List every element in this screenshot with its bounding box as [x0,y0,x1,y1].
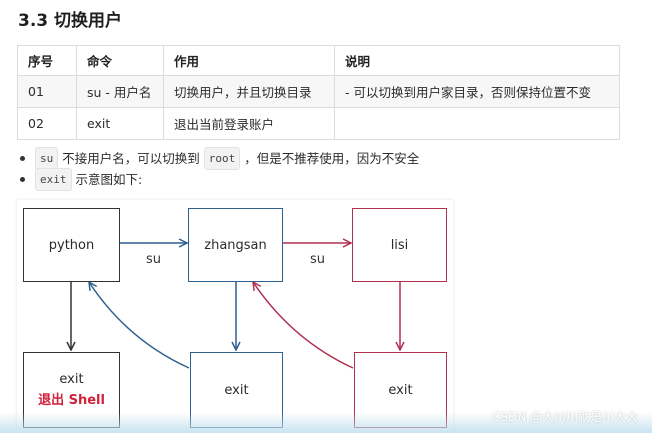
node-zhangsan: zhangsan [188,208,283,282]
list-item: exit 示意图如下: [20,168,419,191]
list-item: su 不接用户名，可以切换到 root ，但是不推荐使用，因为不安全 [20,147,420,170]
node-lisi: lisi [352,208,447,282]
command-table: 序号 命令 作用 说明 01 su - 用户名 切换用户，并且切换目录 - 可以… [17,45,620,140]
cell-note: - 可以切换到用户家目录，否则保持位置不变 [334,75,620,108]
col-header-note: 说明 [334,45,620,76]
watermark: CSDN @大川川就是川大大 [491,410,638,424]
bullet-dot-icon [20,156,25,161]
cell-index: 01 [17,75,77,108]
edge-label-su: su [310,252,326,267]
cell-purpose: 切换用户，并且切换目录 [163,75,335,108]
table-header-row: 序号 命令 作用 说明 [17,45,620,76]
col-header-index: 序号 [17,45,77,76]
bullet-dot-icon [20,177,25,182]
section-heading: 3.3 切换用户 [18,11,123,31]
bottom-wave-decoration [0,412,652,433]
bullet-text: 不接用户名，可以切换到 [62,151,200,166]
inline-code-root: root [203,147,241,170]
node-label: python [48,237,95,253]
table-row: 02 exit 退出当前登录账户 [17,107,620,140]
cell-command: su - 用户名 [76,75,164,108]
node-label: exit [224,382,249,398]
node-label: lisi [390,237,409,253]
exit-shell-note: 退出 Shell [38,393,105,408]
cell-note [334,107,620,140]
node-python: python [23,208,120,282]
node-label: exit [388,382,413,398]
node-label: exit [59,372,84,387]
arrow-exit-back-to-python [89,282,190,369]
bullet-text: 示意图如下: [75,172,143,187]
col-header-purpose: 作用 [163,45,335,76]
diagram-arrows [17,200,453,369]
edge-label-su: su [146,252,162,267]
user-switch-diagram: python zhangsan lisi exit 退出 Shell exit … [17,200,453,433]
inline-code-exit: exit [35,168,72,191]
table-row: 01 su - 用户名 切换用户，并且切换目录 - 可以切换到用户家目录，否则保… [17,75,620,108]
col-header-command: 命令 [76,45,164,76]
cell-purpose: 退出当前登录账户 [163,107,335,140]
cell-index: 02 [17,107,77,140]
bullet-text: ，但是不推荐使用，因为不安全 [244,151,420,166]
inline-code-su: su [35,147,59,170]
bullet-list: su 不接用户名，可以切换到 root ，但是不推荐使用，因为不安全 exit … [20,147,420,191]
arrow-exit-back-to-zhangsan [253,282,354,369]
cell-command: exit [76,107,164,140]
node-label: zhangsan [204,237,267,253]
